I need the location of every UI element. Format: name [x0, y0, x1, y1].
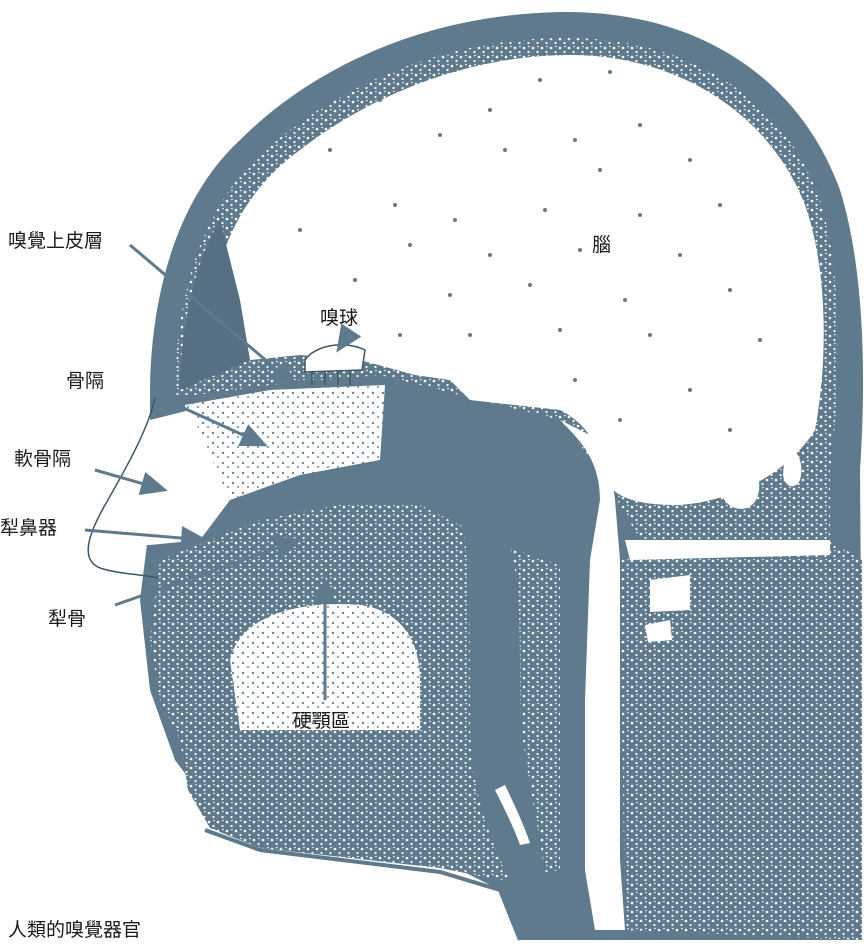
vertebra-gap	[650, 575, 690, 612]
label-hard-palate: 硬顎區	[293, 712, 350, 731]
label-vomeronasal-organ: 犁鼻器	[0, 519, 57, 538]
label-brain: 腦	[592, 236, 611, 255]
label-vomer: 犁骨	[48, 610, 86, 629]
figure-caption: 人類的嗅覺器官	[8, 915, 141, 942]
label-olfactory-epithelium: 嗅覺上皮層	[8, 232, 103, 251]
label-bony-septum: 骨隔	[66, 372, 104, 391]
label-olfactory-bulb: 嗅球	[320, 309, 358, 328]
label-cartilage-septum: 軟骨隔	[14, 450, 71, 469]
